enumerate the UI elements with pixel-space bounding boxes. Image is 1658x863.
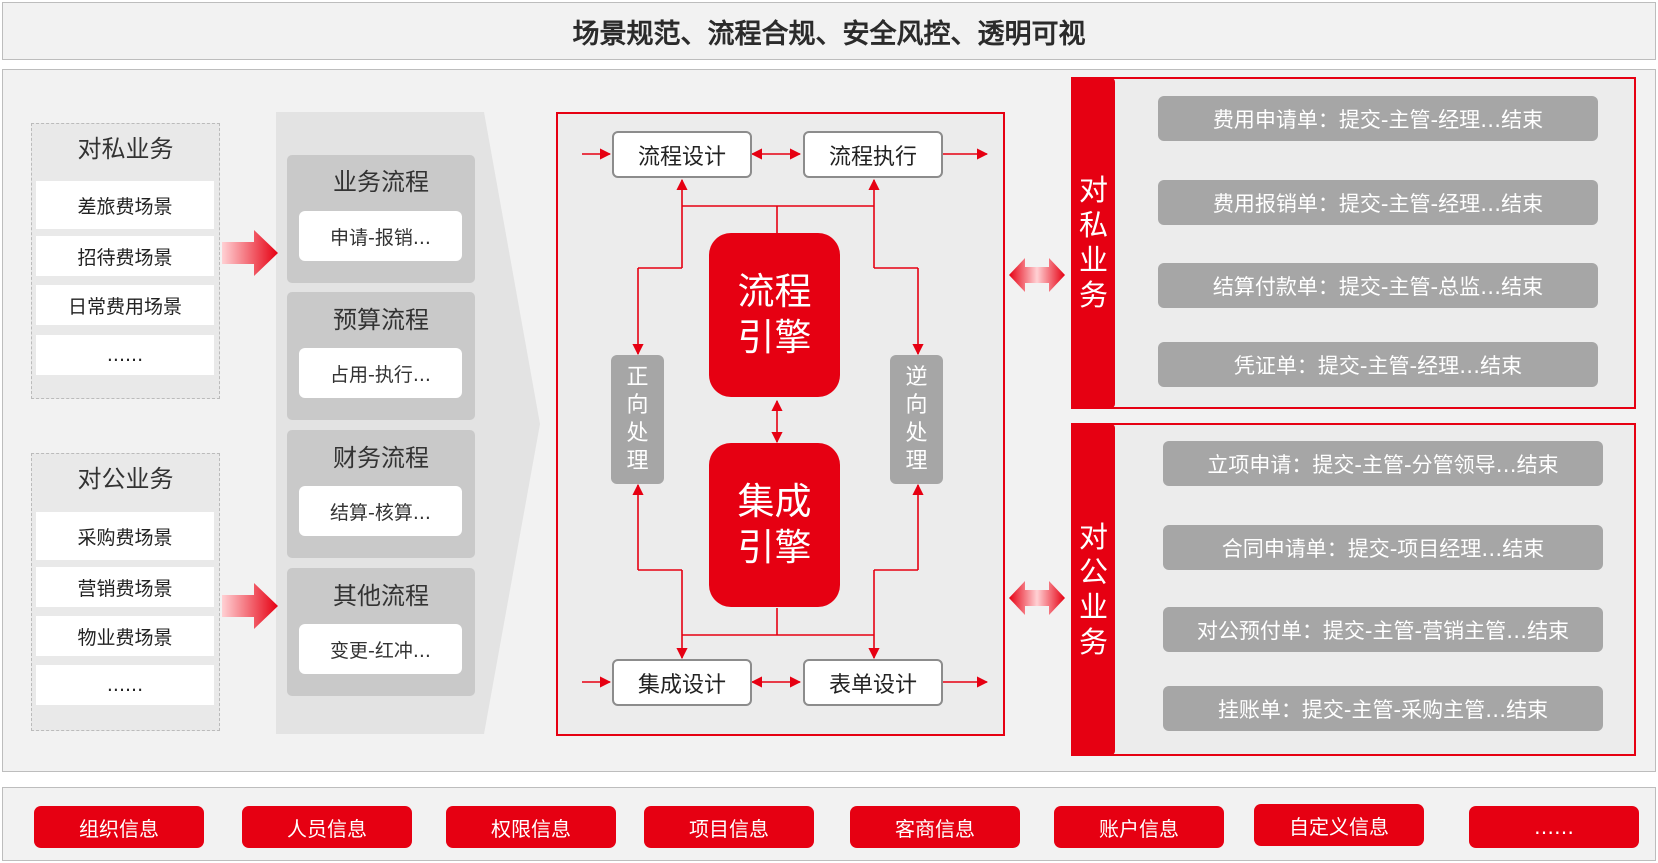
tag-account: 账户信息 [1054,806,1224,848]
integration-engine-line1: 集成 [737,480,812,523]
private-label-char: 务 [1078,278,1108,312]
biz-item: 对公预付单：提交-主管-营销主管…结束 [1163,607,1603,652]
scene-more: ...... [36,335,214,375]
scene-daily-expense: 日常费用场景 [36,285,214,325]
flow-subtitle: 变更-红冲... [299,624,462,674]
flow-subtitle: 占用-执行... [299,348,462,398]
reverse-char: 逆 [905,364,928,390]
flow-engine: 流程 引擎 [709,233,840,397]
reverse-processing-box: 逆 向 处 理 [890,355,943,484]
biz-item: 挂账单：提交-主管-采购主管…结束 [1163,686,1603,731]
flow-engine-line2: 引擎 [737,316,812,359]
private-label-char: 对 [1078,173,1108,207]
scene-property: 物业费场景 [36,616,214,656]
private-business-label: 对 私 业 务 [1072,78,1115,408]
biz-item: 费用报销单：提交-主管-经理…结束 [1158,180,1598,225]
tag-custom: 自定义信息 [1254,804,1424,846]
flow-design-node: 流程设计 [612,131,752,178]
public-label-char: 对 [1078,519,1108,554]
forward-char: 处 [626,420,649,446]
flow-subtitle: 结算-核算... [299,486,462,536]
biz-item: 凭证单：提交-主管-经理…结束 [1158,342,1598,387]
forward-processing-box: 正 向 处 理 [611,355,664,484]
integration-engine: 集成 引擎 [709,443,840,607]
biz-item: 合同申请单：提交-项目经理…结束 [1163,525,1603,570]
scene-marketing: 营销费场景 [36,567,214,607]
scene-more: ...... [36,665,214,705]
integration-design-node: 集成设计 [612,659,752,706]
flow-title: 其他流程 [333,581,429,610]
public-business-label: 对 公 业 务 [1072,424,1115,755]
tag-customer-supplier: 客商信息 [850,806,1020,848]
tag-project: 项目信息 [644,806,814,848]
private-business-title: 对私业务 [77,134,174,163]
arrow-right-icon [222,583,278,629]
scene-entertainment: 招待费场景 [36,236,214,276]
double-arrow-icon [1009,581,1065,615]
flow-engine-line1: 流程 [737,270,812,313]
page-title: 场景规范、流程合规、安全风控、透明可视 [2,2,1656,60]
tag-permission: 权限信息 [446,806,616,848]
public-label-char: 业 [1078,589,1108,624]
flow-title: 业务流程 [333,167,429,196]
flow-title: 预算流程 [333,305,429,334]
public-label-char: 公 [1078,554,1108,589]
biz-item: 结算付款单：提交-主管-总监…结束 [1158,263,1598,308]
form-design-node: 表单设计 [803,659,943,706]
forward-char: 向 [626,392,649,418]
tag-more: …… [1469,806,1639,848]
tag-personnel: 人员信息 [242,806,412,848]
public-label-char: 务 [1078,624,1108,659]
tag-organization: 组织信息 [34,806,204,848]
flow-title: 财务流程 [333,443,429,472]
scene-travel: 差旅费场景 [36,181,214,229]
private-label-char: 业 [1078,243,1108,277]
reverse-char: 向 [905,392,928,418]
integration-engine-line2: 引擎 [737,526,812,569]
scene-purchase: 采购费场景 [36,512,214,560]
forward-char: 理 [626,448,649,474]
biz-item: 立项申请：提交-主管-分管领导…结束 [1163,441,1603,486]
public-business-title: 对公业务 [77,464,174,493]
flow-execution-node: 流程执行 [803,131,943,178]
forward-char: 正 [626,364,649,390]
reverse-char: 理 [905,448,928,474]
reverse-char: 处 [905,420,928,446]
biz-item: 费用申请单：提交-主管-经理…结束 [1158,96,1598,141]
double-arrow-icon [1009,258,1065,292]
flow-subtitle: 申请-报销... [299,211,462,261]
arrow-right-icon [222,230,278,276]
private-label-char: 私 [1078,208,1108,242]
